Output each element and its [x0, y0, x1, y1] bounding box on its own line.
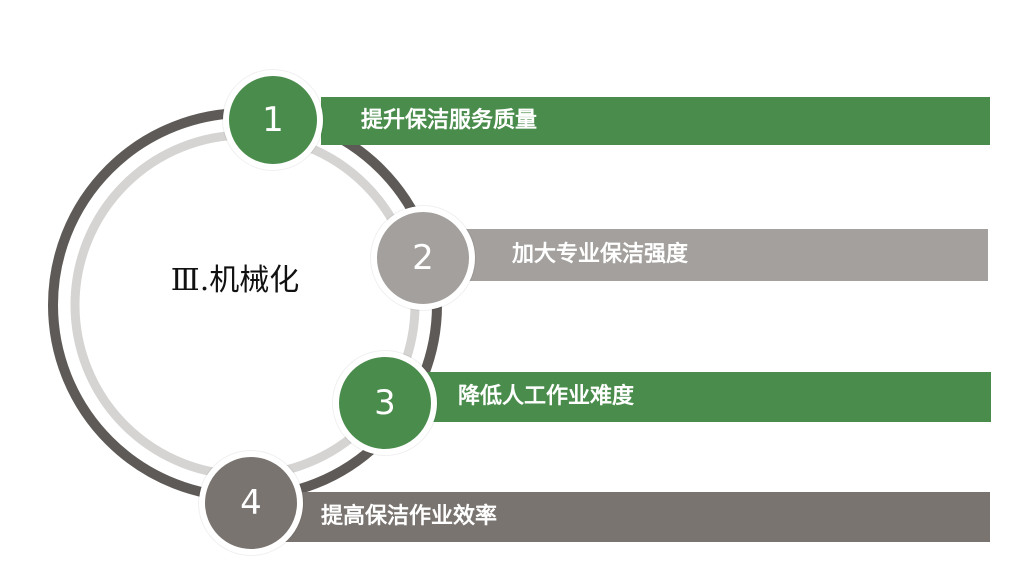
item-number-badge-4: 4	[199, 451, 303, 555]
item-bar-3: 降低人工作业难度	[416, 372, 991, 422]
item-label-4: 提高保洁作业效率	[321, 504, 498, 529]
item-label-3: 降低人工作业难度	[458, 384, 635, 409]
item-bar-4: 提高保洁作业效率	[281, 492, 990, 542]
item-number-badge-1: 1	[223, 70, 323, 170]
item-number-badge-2: 2	[371, 206, 475, 310]
item-bar-1: 提升保洁服务质量	[321, 97, 990, 145]
item-label-1: 提升保洁服务质量	[361, 108, 538, 133]
item-bar-2: 加大专业保洁强度	[450, 229, 988, 281]
item-label-2: 加大专业保洁强度	[512, 242, 689, 267]
item-number-badge-3: 3	[333, 351, 437, 455]
center-title: Ⅲ.机械化	[170, 263, 300, 298]
